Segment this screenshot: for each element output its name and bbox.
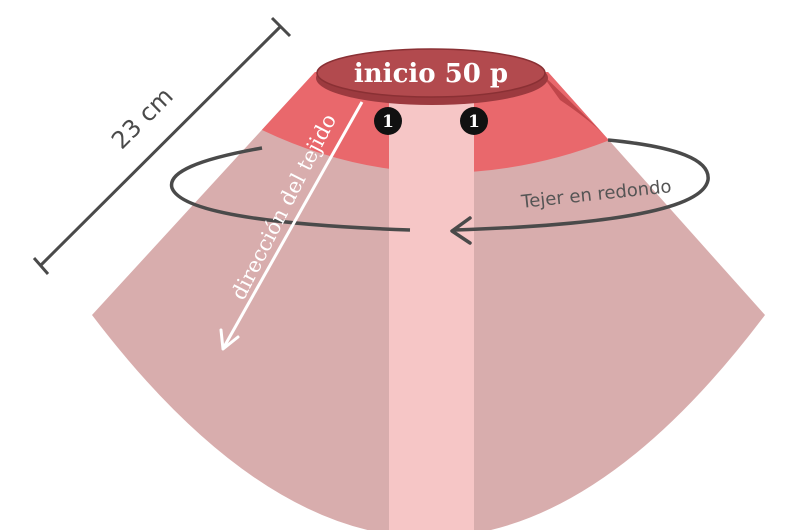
dimension-line (38, 24, 283, 268)
round-loop-front (454, 138, 710, 232)
marker-right-label: 1 (468, 112, 480, 132)
length-label: 23 cm (106, 82, 179, 155)
round-arrow-head-icon (450, 216, 472, 245)
marker-left-label: 1 (382, 112, 394, 132)
marker-right (460, 107, 488, 135)
direction-arrow-head-icon (219, 328, 240, 351)
top-band-shadow (540, 72, 610, 140)
direction-arrow-line (222, 101, 364, 348)
marker-left (374, 107, 402, 135)
round-loop-back (169, 146, 411, 232)
start-cap (316, 48, 546, 98)
dimension-tick-bottom (32, 257, 50, 275)
dimension-tick-top (270, 16, 292, 38)
center-strip (389, 95, 474, 530)
start-label: inicio 50 p (354, 59, 508, 89)
